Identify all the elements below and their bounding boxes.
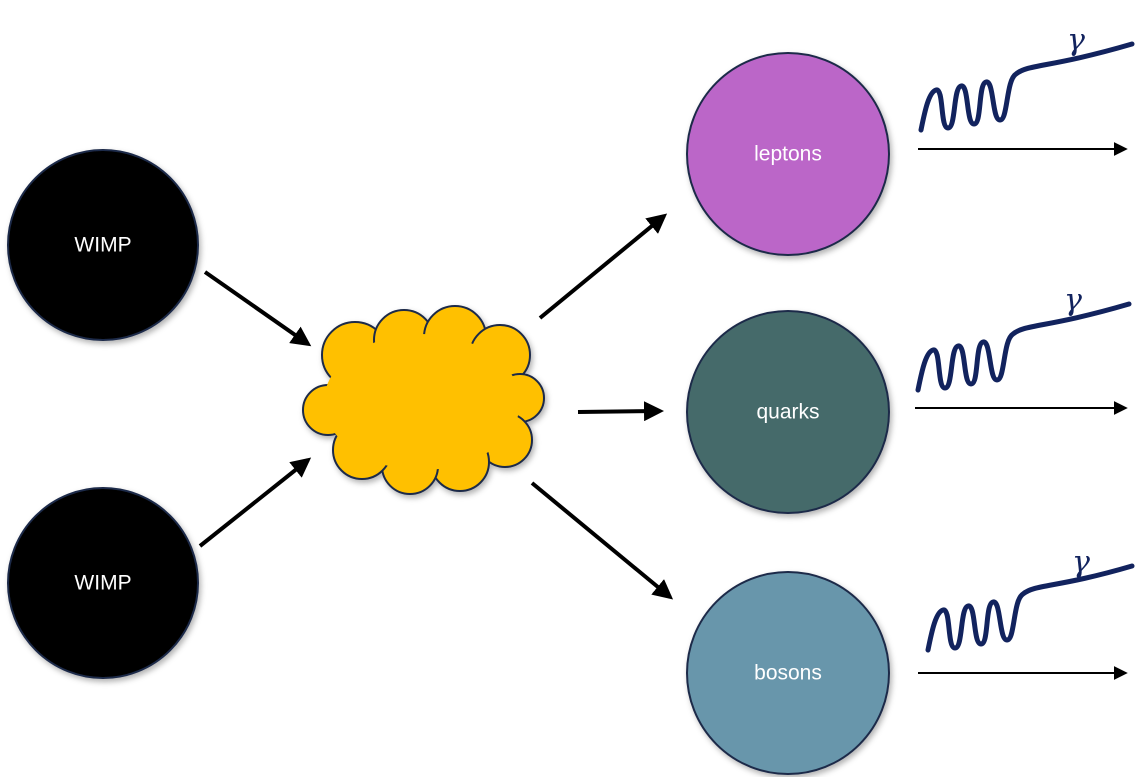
leptons-label: leptons	[754, 143, 822, 166]
gamma-label: γ	[1067, 23, 1085, 58]
annihilation-cloud	[302, 305, 545, 495]
photon-emission-leptons: γ	[918, 23, 1135, 156]
wimp-label: WIMP	[74, 572, 131, 595]
gamma-label: γ	[1064, 283, 1082, 318]
leptons-circle	[686, 52, 890, 256]
wimp-circle	[7, 149, 199, 341]
wimp-node-top: WIMP	[7, 149, 199, 341]
outgoing-arrow-leptons	[538, 213, 668, 320]
outgoing-arrow-bosons	[530, 481, 674, 600]
quarks-label: quarks	[756, 401, 819, 424]
photon-wave-icon	[918, 41, 1135, 133]
wimp-circle	[7, 487, 199, 679]
wimp-label: WIMP	[74, 234, 131, 257]
incoming-arrow-top	[203, 270, 312, 347]
photon-wave-icon	[915, 301, 1132, 393]
wimp-node-bottom: WIMP	[7, 487, 199, 679]
incoming-arrow-bottom	[198, 457, 312, 548]
photon-wave-icon	[925, 563, 1135, 653]
bosons-circle	[686, 571, 890, 775]
quarks-circle	[686, 310, 890, 514]
bosons-label: bosons	[754, 662, 822, 685]
photon-emission-bosons: γ	[918, 545, 1135, 680]
product-node-quarks: quarks	[686, 310, 890, 514]
product-node-bosons: bosons	[686, 571, 890, 775]
gamma-label: γ	[1072, 545, 1090, 580]
outgoing-arrow-quarks	[577, 401, 664, 422]
product-node-leptons: leptons	[686, 52, 890, 256]
photon-emission-quarks: γ	[915, 283, 1132, 415]
